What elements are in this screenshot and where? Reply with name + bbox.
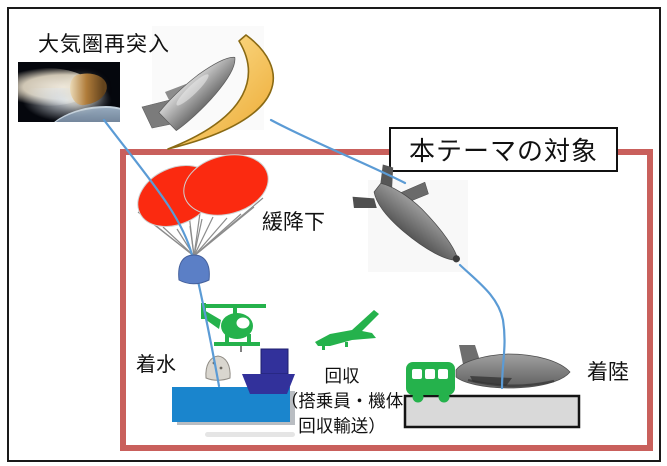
reentry-capsule-photo (18, 62, 120, 122)
reentry-plane-body (158, 56, 236, 132)
reentry-label: 大気圏再突入 (38, 33, 170, 56)
descent-capsule-icon (178, 254, 210, 285)
bus-window (425, 369, 435, 379)
runway-surface (403, 394, 581, 429)
helicopter-mast (233, 308, 237, 314)
helicopter-tail-rotor (201, 303, 206, 319)
spaceplane-reentry-icon (141, 56, 236, 132)
splashdown-label: 着水 (136, 354, 176, 376)
parachute-canopy (183, 154, 269, 216)
descending-plane-fin (352, 196, 377, 209)
bus-window (438, 369, 448, 379)
bus-window (412, 369, 422, 379)
airplane-gear (345, 342, 348, 347)
helicopter-skid (214, 342, 260, 346)
spaceplane-landed-icon (455, 345, 571, 389)
helicopter-boom (202, 310, 221, 329)
parachutes-icon (137, 154, 269, 257)
floating-capsule-detail (219, 366, 223, 370)
landed-plane-belly (467, 378, 555, 387)
flight-path-landing-line (458, 263, 506, 390)
spaceplane-descending-icon (352, 164, 460, 263)
theme-scope-label-box: 本テーマの対象 (389, 127, 618, 172)
helicopter-window (236, 317, 250, 329)
runway-landing-label: 着陸 (587, 361, 629, 384)
descending-plane-nose (452, 255, 460, 263)
atmosphere-crescent-icon (167, 34, 275, 150)
ship-icon (242, 348, 295, 394)
helicopter-icon (201, 303, 266, 352)
flight-path-splashdown-line (102, 118, 221, 388)
recovery-title: 回収 (324, 366, 360, 386)
recovery-detail-line2: 回収輸送） (298, 416, 386, 436)
helicopter-rotor (204, 304, 266, 308)
ship-hull (242, 374, 295, 394)
helicopter-strut (247, 334, 251, 343)
ship-cabin (260, 348, 289, 375)
recovery-label: 回収 （搭乗員・機体 回収輸送） (276, 364, 408, 439)
airplane-gear (322, 345, 325, 350)
helicopter-strut (225, 334, 229, 343)
theme-scope-label: 本テーマの対象 (408, 136, 598, 166)
flight-path-descent-line (269, 118, 407, 185)
water-reflection (205, 432, 295, 437)
theme-scope-box (120, 149, 653, 451)
reentry-plane-highlight (176, 74, 209, 106)
slow-descent-label: 緩降下 (262, 211, 325, 234)
figure-frame (7, 7, 661, 462)
recovery-detail-line1: （搭乗員・機体 (280, 391, 404, 411)
bus-icon (406, 362, 455, 403)
airplane-icon (315, 310, 379, 346)
